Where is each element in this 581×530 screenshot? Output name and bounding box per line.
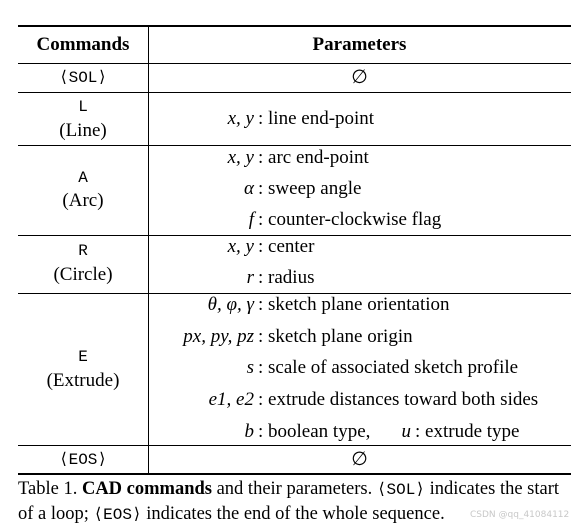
table-bottom-rule xyxy=(18,473,571,475)
cmd-extrude-name: (Extrude) xyxy=(46,370,120,391)
caption-sol-token: ⟨SOL⟩ xyxy=(376,481,425,499)
table-caption: Table 1. CAD commands and their paramete… xyxy=(18,477,573,527)
watermark: CSDN @qq_41084112 xyxy=(470,510,570,520)
column-divider xyxy=(148,26,149,473)
param-description: : line end-point xyxy=(258,108,375,129)
param-symbol: u xyxy=(401,421,412,442)
param-symbol: b xyxy=(244,421,255,442)
param-symbol: x, y xyxy=(227,147,254,168)
caption-eos-token: ⟨EOS⟩ xyxy=(93,506,142,524)
cmd-circle-name: (Circle) xyxy=(53,264,113,285)
row-rule-sol xyxy=(18,92,571,93)
cmd-arc-name: (Arc) xyxy=(62,190,104,211)
caption-text-1: and their parameters. xyxy=(211,479,377,499)
caption-text-2: indicates the start of a loop; xyxy=(18,479,560,524)
param-symbol: θ, φ, γ xyxy=(207,294,254,315)
table-top-rule xyxy=(18,25,571,27)
param-eos: ∅ xyxy=(351,449,368,470)
row-rule-arc xyxy=(18,235,571,236)
param-description: : sweep angle xyxy=(258,178,362,199)
param-description: : sketch plane origin xyxy=(258,326,413,347)
row-rule-circle xyxy=(18,293,571,294)
param-symbol: px, py, pz xyxy=(183,326,254,347)
param-description: : counter-clockwise flag xyxy=(258,209,442,230)
param-symbol: r xyxy=(246,267,254,288)
param-description: : scale of associated sketch profile xyxy=(258,357,519,378)
param-description: : extrude distances toward both sides xyxy=(258,389,539,410)
param-symbol: f xyxy=(248,209,254,230)
caption-label: Table 1. xyxy=(18,479,78,499)
param-description: : radius xyxy=(258,267,315,288)
cmd-sol: ⟨SOL⟩ xyxy=(58,69,108,87)
caption-bold: CAD commands xyxy=(81,479,212,499)
cmd-extrude-letter: E xyxy=(78,348,88,366)
cmd-line-name: (Line) xyxy=(59,120,107,141)
cmd-arc-letter: A xyxy=(78,169,88,187)
row-rule-extrude xyxy=(18,445,571,446)
header-parameters: Parameters xyxy=(312,34,407,55)
param-sol: ∅ xyxy=(351,67,368,88)
param-symbol: α xyxy=(244,178,254,199)
caption-text-3: indicates the end of the whole sequence. xyxy=(141,504,445,524)
param-description: : boolean type, xyxy=(258,421,371,442)
param-description: : sketch plane orientation xyxy=(258,294,450,315)
param-description: : arc end-point xyxy=(258,147,369,168)
param-symbol: x, y xyxy=(227,108,254,129)
cmd-line-letter: L xyxy=(78,98,88,116)
param-symbol: x, y xyxy=(227,236,254,257)
header-commands: Commands xyxy=(36,34,130,55)
cmd-eos: ⟨EOS⟩ xyxy=(58,451,108,469)
header-rule xyxy=(18,63,571,64)
param-description: : center xyxy=(258,236,315,257)
param-symbol: s xyxy=(246,357,254,378)
param-symbol: e1, e2 xyxy=(208,389,254,410)
param-description: : extrude type xyxy=(415,421,520,442)
row-rule-line xyxy=(18,145,571,146)
cmd-circle-letter: R xyxy=(78,242,88,260)
